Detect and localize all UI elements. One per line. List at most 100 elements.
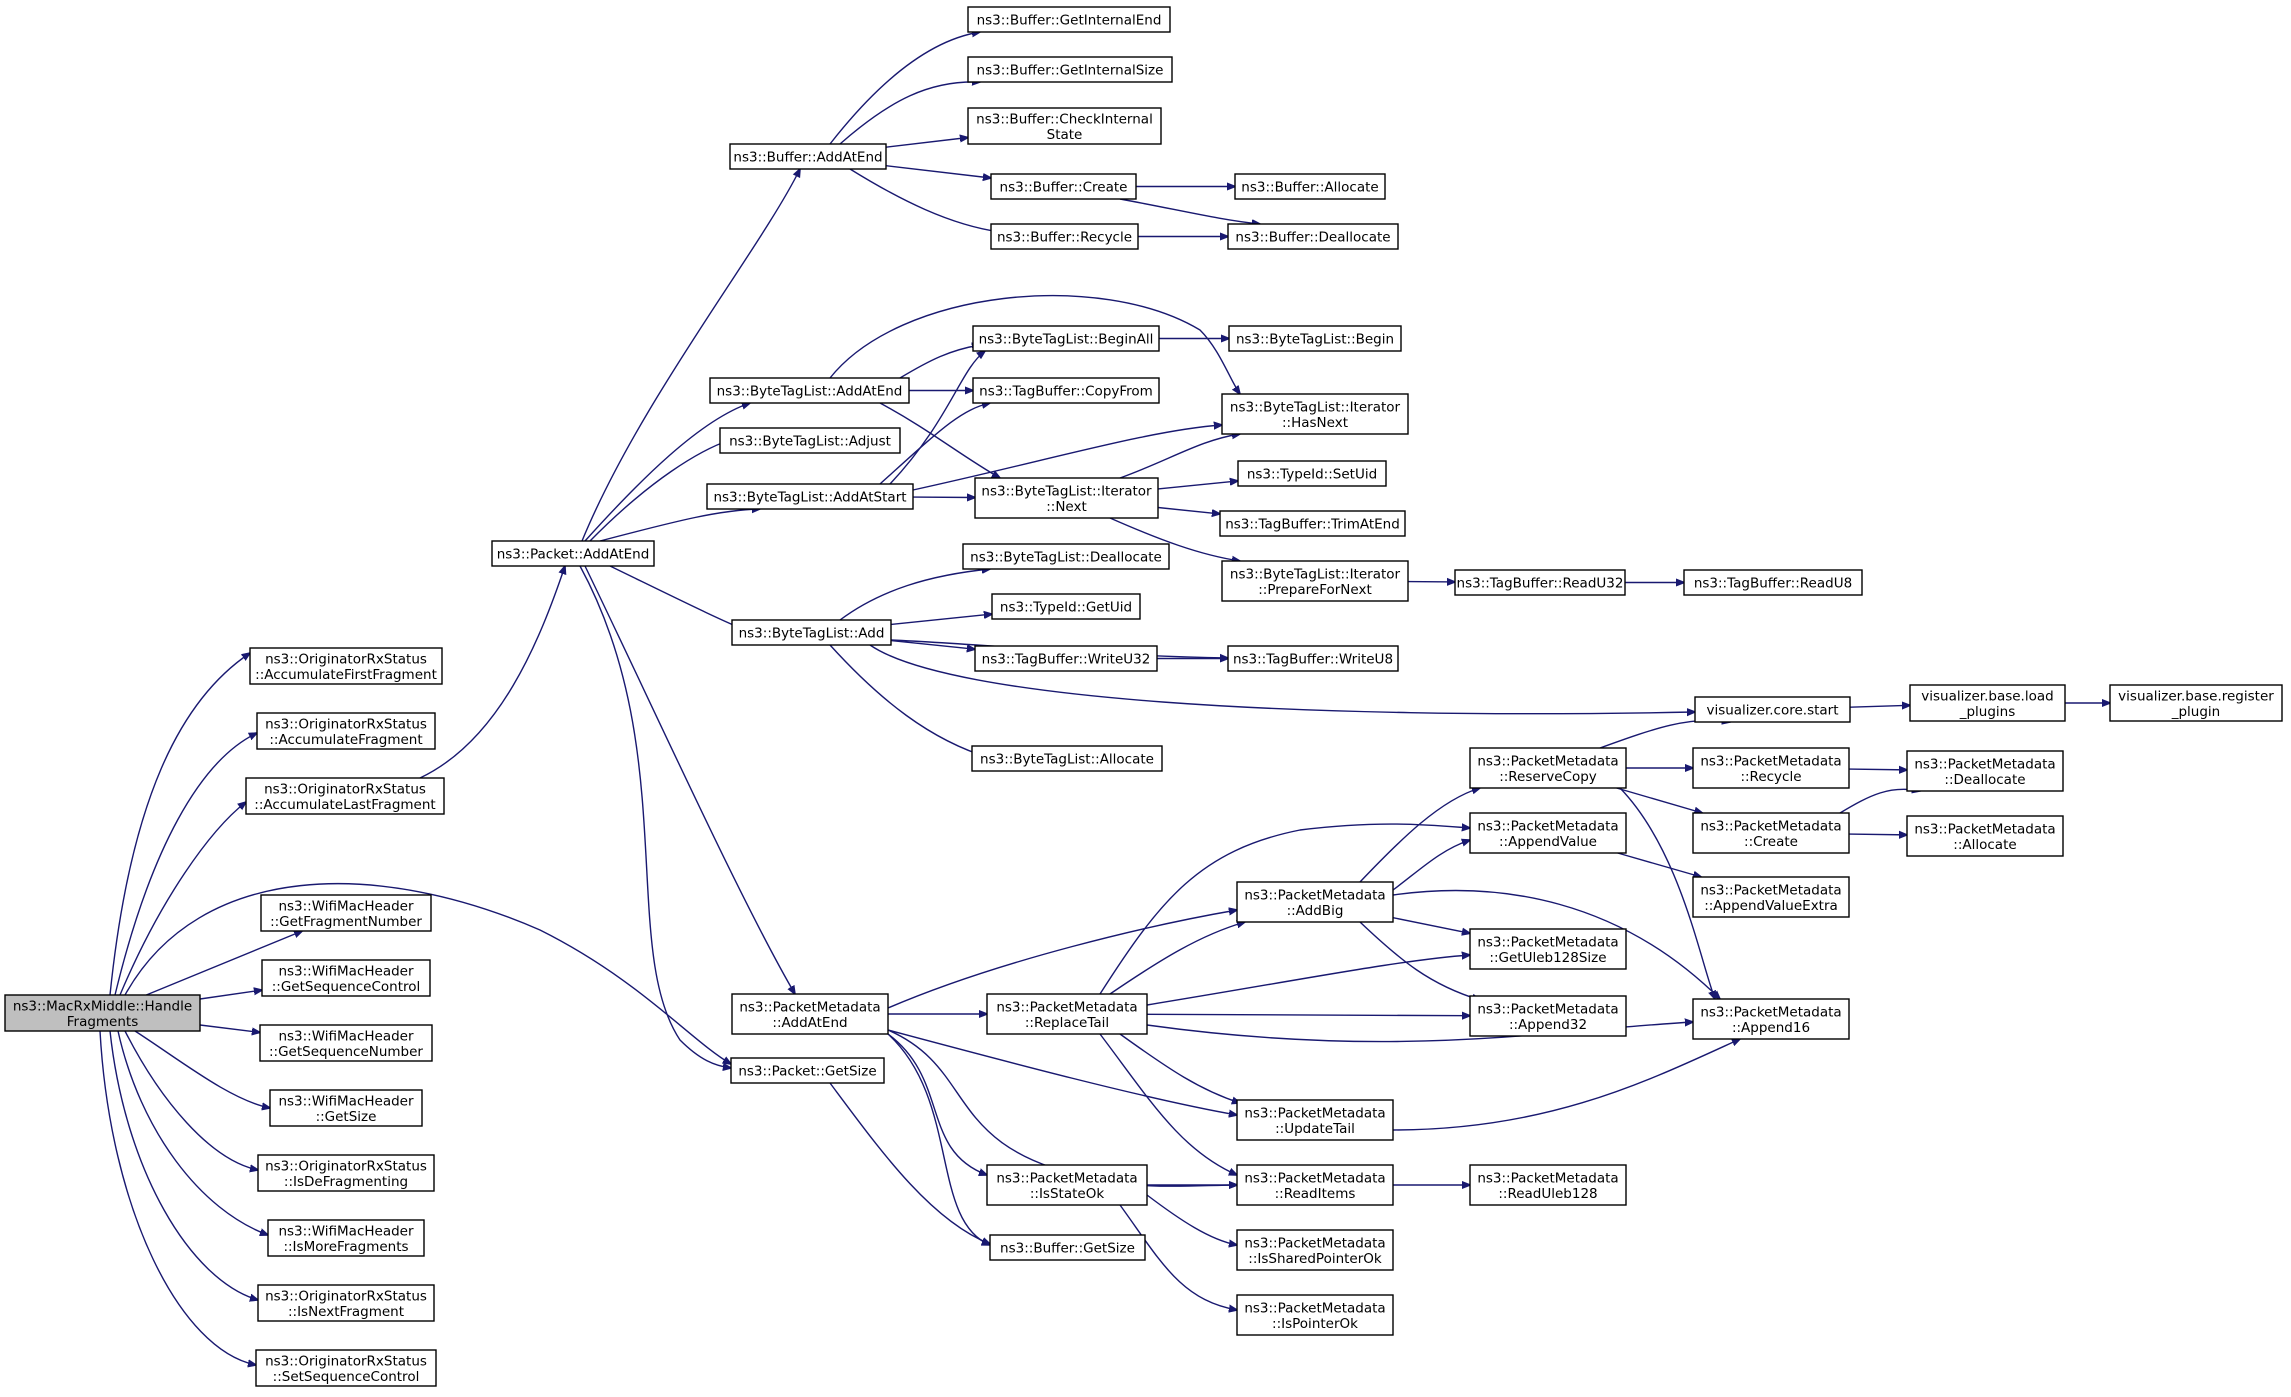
node-box bbox=[1469, 995, 1627, 1037]
node-o-last[interactable]: ns3::OriginatorRxStatus::AccumulateLastF… bbox=[245, 777, 445, 815]
node-btl-dealloc[interactable]: ns3::ByteTagList::Deallocate bbox=[962, 543, 1170, 570]
call-edge-pm_create-to-pm_alloc bbox=[1848, 834, 1907, 835]
node-btl-beginall[interactable]: ns3::ByteTagList::BeginAll bbox=[972, 325, 1160, 352]
node-label: ::AddAtEnd bbox=[772, 1015, 847, 1031]
node-it-next[interactable]: ns3::ByteTagList::Iterator::Next bbox=[974, 477, 1159, 519]
node-pm-appendextra[interactable]: ns3::PacketMetadata::AppendValueExtra bbox=[1692, 876, 1850, 918]
node-box bbox=[729, 143, 887, 170]
node-box bbox=[967, 6, 1171, 33]
node-pm-dealloc[interactable]: ns3::PacketMetadata::Deallocate bbox=[1906, 750, 2064, 792]
node-pm-isstateok[interactable]: ns3::PacketMetadata::IsStateOk bbox=[986, 1164, 1148, 1206]
node-btl-addatstart[interactable]: ns3::ByteTagList::AddAtStart bbox=[706, 483, 914, 510]
node-box bbox=[2109, 684, 2283, 722]
node-pm-addatend[interactable]: ns3::PacketMetadata::AddAtEnd bbox=[731, 993, 889, 1035]
node-pm-updatetail[interactable]: ns3::PacketMetadata::UpdateTail bbox=[1236, 1099, 1394, 1141]
node-o-first[interactable]: ns3::OriginatorRxStatus::AccumulateFirst… bbox=[249, 647, 443, 685]
node-it-hasnext[interactable]: ns3::ByteTagList::Iterator::HasNext bbox=[1221, 393, 1409, 435]
node-tb-copyfrom[interactable]: ns3::TagBuffer::CopyFrom bbox=[972, 377, 1160, 404]
node-pm-getuleb[interactable]: ns3::PacketMetadata::GetUleb128Size bbox=[1469, 928, 1627, 970]
node-o-acc[interactable]: ns3::OriginatorRxStatus::AccumulateFragm… bbox=[256, 712, 436, 750]
call-edge-pm_addbig-to-pm_append16 bbox=[1392, 889, 1720, 999]
node-btl-adjust[interactable]: ns3::ByteTagList::Adjust bbox=[719, 427, 901, 454]
node-pm-reservecopy[interactable]: ns3::PacketMetadata::ReserveCopy bbox=[1469, 747, 1627, 789]
node-tb-readu8[interactable]: ns3::TagBuffer::ReadU8 bbox=[1683, 569, 1863, 596]
node-pm-alloc[interactable]: ns3::PacketMetadata::Allocate bbox=[1906, 815, 2064, 857]
node-label: ns3::TypeId::GetUid bbox=[1000, 600, 1132, 616]
node-label: ns3::PacketMetadata bbox=[1477, 1170, 1618, 1186]
node-box bbox=[269, 1089, 423, 1127]
node-o-isdefrag[interactable]: ns3::OriginatorRxStatus::IsDeFragmenting bbox=[257, 1154, 435, 1192]
call-edge-pm_addbig-to-pm_appendvalue bbox=[1392, 840, 1470, 891]
node-box bbox=[255, 1349, 437, 1387]
call-edge-btl_addatend-to-btl_beginall bbox=[899, 345, 980, 379]
node-pm-append16[interactable]: ns3::PacketMetadata::Append16 bbox=[1692, 998, 1850, 1040]
node-o-setseq[interactable]: ns3::OriginatorRxStatus::SetSequenceCont… bbox=[255, 1349, 437, 1387]
node-b-dealloc[interactable]: ns3::Buffer::Deallocate bbox=[1227, 223, 1399, 250]
call-edge-it_next-to-tid_setuid bbox=[1157, 481, 1238, 490]
node-vis-start[interactable]: visualizer.core.start bbox=[1694, 696, 1851, 723]
node-label: ::AccumulateFirstFragment bbox=[255, 667, 437, 683]
call-edge-pm_addbig-to-pm_reservecopy bbox=[1359, 788, 1480, 883]
node-vis-reg[interactable]: visualizer.base.register_plugin bbox=[2109, 684, 2283, 722]
node-tb-writeu8[interactable]: ns3::TagBuffer::WriteU8 bbox=[1227, 645, 1399, 672]
node-b-addatend[interactable]: ns3::Buffer::AddAtEnd bbox=[729, 143, 887, 170]
node-b-allocate[interactable]: ns3::Buffer::Allocate bbox=[1234, 173, 1386, 200]
node-p-addatend[interactable]: ns3::Packet::AddAtEnd bbox=[491, 540, 655, 567]
call-edge-pm_isstateok-to-pm_isshared bbox=[1146, 1194, 1237, 1245]
node-b-getintend[interactable]: ns3::Buffer::GetInternalEnd bbox=[967, 6, 1171, 33]
function-nodes: ns3::MacRxMiddle::HandleFragmentsns3::Or… bbox=[4, 6, 2283, 1387]
node-w-seqctl[interactable]: ns3::WifiMacHeader::GetSequenceControl bbox=[261, 959, 431, 997]
node-pm-readuleb[interactable]: ns3::PacketMetadata::ReadUleb128 bbox=[1469, 1164, 1627, 1206]
node-o-next[interactable]: ns3::OriginatorRxStatus::IsNextFragment bbox=[257, 1284, 435, 1322]
node-pm-isshared[interactable]: ns3::PacketMetadata::IsSharedPointerOk bbox=[1236, 1229, 1394, 1271]
node-label: ns3::WifiMacHeader bbox=[278, 1028, 414, 1044]
node-label: ::GetUleb128Size bbox=[1489, 950, 1606, 966]
node-label: _plugins bbox=[1959, 704, 2016, 720]
node-b-create[interactable]: ns3::Buffer::Create bbox=[990, 173, 1137, 200]
node-w-size[interactable]: ns3::WifiMacHeader::GetSize bbox=[269, 1089, 423, 1127]
call-edge-pm_replacetail-to-pm_appendvalue bbox=[1099, 824, 1470, 995]
node-label: ns3::OriginatorRxStatus bbox=[265, 716, 427, 732]
node-label: ns3::TagBuffer::ReadU32 bbox=[1457, 576, 1624, 592]
node-w-fragnum[interactable]: ns3::WifiMacHeader::GetFragmentNumber bbox=[260, 894, 432, 932]
node-btl-addatend[interactable]: ns3::ByteTagList::AddAtEnd bbox=[709, 377, 910, 404]
node-pm-addbig[interactable]: ns3::PacketMetadata::AddBig bbox=[1236, 881, 1394, 923]
node-it-prep[interactable]: ns3::ByteTagList::Iterator::PrepareForNe… bbox=[1221, 560, 1409, 602]
node-pm-create[interactable]: ns3::PacketMetadata::Create bbox=[1692, 812, 1850, 854]
node-btl-begin[interactable]: ns3::ByteTagList::Begin bbox=[1228, 325, 1402, 352]
node-pm-readitems[interactable]: ns3::PacketMetadata::ReadItems bbox=[1236, 1164, 1394, 1206]
node-tid-getuid[interactable]: ns3::TypeId::GetUid bbox=[991, 593, 1141, 620]
node-btl-add[interactable]: ns3::ByteTagList::Add bbox=[731, 619, 892, 646]
node-pm-appendvalue[interactable]: ns3::PacketMetadata::AppendValue bbox=[1469, 812, 1627, 854]
node-box bbox=[986, 993, 1148, 1035]
node-box bbox=[1454, 569, 1626, 596]
node-w-seqnum[interactable]: ns3::WifiMacHeader::GetSequenceNumber bbox=[259, 1024, 433, 1062]
node-b-recycle[interactable]: ns3::Buffer::Recycle bbox=[990, 223, 1139, 250]
node-label: ns3::ByteTagList::Allocate bbox=[980, 752, 1154, 768]
node-w-more[interactable]: ns3::WifiMacHeader::IsMoreFragments bbox=[267, 1219, 425, 1257]
node-label: ::IsSharedPointerOk bbox=[1248, 1251, 1382, 1267]
node-tb-writeu32[interactable]: ns3::TagBuffer::WriteU32 bbox=[974, 645, 1158, 672]
node-label: ::IsStateOk bbox=[1030, 1186, 1104, 1202]
node-label: ::Create bbox=[1744, 834, 1798, 850]
node-b-getsize[interactable]: ns3::Buffer::GetSize bbox=[989, 1234, 1146, 1261]
node-label: ::Append32 bbox=[1509, 1017, 1587, 1033]
node-p-getsize[interactable]: ns3::Packet::GetSize bbox=[730, 1057, 885, 1084]
node-pm-replacetail[interactable]: ns3::PacketMetadata::ReplaceTail bbox=[986, 993, 1148, 1035]
node-tid-setuid[interactable]: ns3::TypeId::SetUid bbox=[1237, 460, 1387, 487]
node-tb-trim[interactable]: ns3::TagBuffer::TrimAtEnd bbox=[1219, 510, 1406, 537]
node-pm-recycle[interactable]: ns3::PacketMetadata::Recycle bbox=[1692, 747, 1850, 789]
call-edge-it_next-to-tb_trim bbox=[1157, 506, 1220, 514]
node-label: ns3::ByteTagList::Iterator bbox=[1230, 566, 1401, 582]
call-edge-pm_recycle-to-pm_dealloc bbox=[1848, 769, 1907, 770]
node-tb-readu32[interactable]: ns3::TagBuffer::ReadU32 bbox=[1454, 569, 1626, 596]
node-pm-ispointer[interactable]: ns3::PacketMetadata::IsPointerOk bbox=[1236, 1294, 1394, 1336]
node-btl-alloc[interactable]: ns3::ByteTagList::Allocate bbox=[971, 745, 1163, 772]
node-box bbox=[260, 894, 432, 932]
node-pm-append32[interactable]: ns3::PacketMetadata::Append32 bbox=[1469, 995, 1627, 1037]
node-b-getintsize[interactable]: ns3::Buffer::GetInternalSize bbox=[967, 56, 1173, 83]
node-vis-load[interactable]: visualizer.base.load_plugins bbox=[1909, 684, 2066, 722]
node-label: ns3::PacketMetadata bbox=[1700, 818, 1841, 834]
